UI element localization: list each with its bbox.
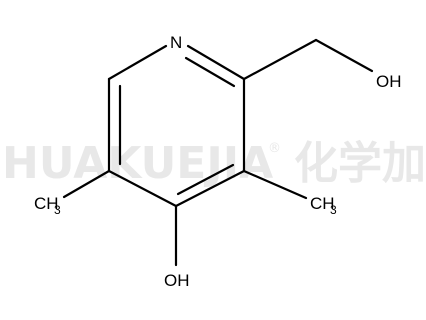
- methyl-right-subscript: 3: [330, 203, 337, 217]
- atom-label-methyl-left: CH 3: [34, 194, 61, 217]
- methyl-right-main: CH: [310, 194, 335, 213]
- bond-c3-c4: [174, 169, 246, 208]
- bond-c6-n: [107, 44, 168, 81]
- bond-n-c2-inner: [184, 56, 236, 88]
- methyl-left-main: CH: [34, 194, 59, 213]
- atom-labels: N OH OH CH 3 CH 3: [34, 33, 402, 290]
- watermark: HUAKUEJIA ® 化学加: [2, 138, 426, 189]
- bond-c5-ch3: [62, 169, 111, 199]
- bond-c2-ch2: [242, 38, 318, 81]
- methyl-left-subscript: 3: [54, 203, 61, 217]
- atom-label-methyl-right: CH 3: [310, 194, 337, 217]
- watermark-chinese: 化学加: [294, 138, 426, 189]
- bond-n-c2: [186, 44, 246, 81]
- watermark-registered-mark: ®: [268, 141, 281, 156]
- atom-label-hydroxyl-oh: OH: [164, 271, 190, 290]
- atom-label-hydroxymethyl-oh: OH: [376, 72, 402, 91]
- watermark-text: HUAKUEJIA: [2, 138, 273, 189]
- bond-c4-c5: [107, 169, 178, 208]
- atom-label-n: N: [170, 33, 182, 52]
- bond-c3-c4-inner: [176, 163, 235, 196]
- bond-c3-ch3: [242, 169, 308, 200]
- bond-ch2-oh: [314, 38, 374, 73]
- bonds: [62, 38, 374, 267]
